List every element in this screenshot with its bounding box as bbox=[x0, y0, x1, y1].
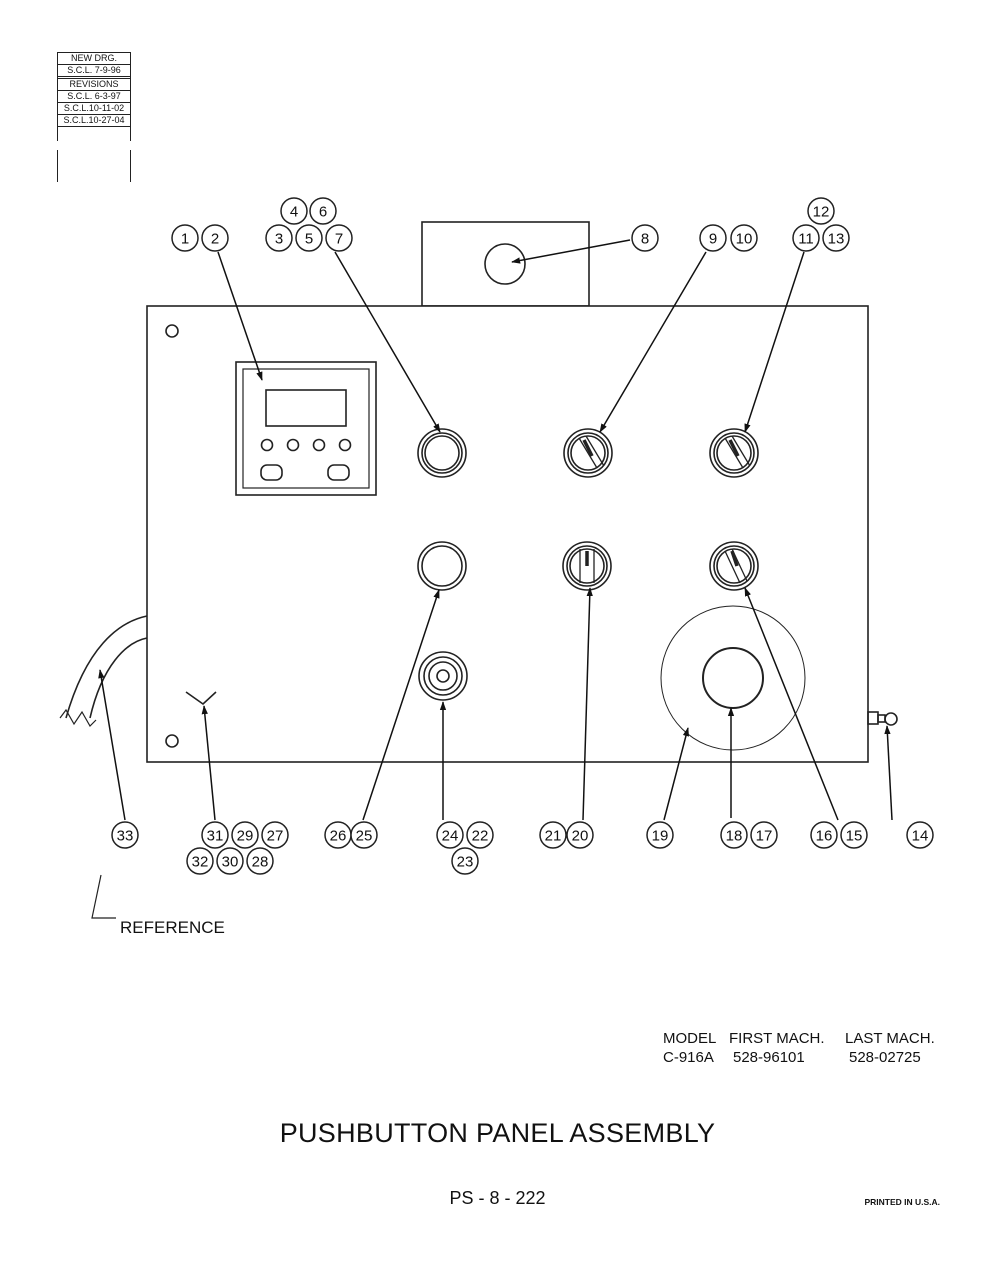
callout-28: 28 bbox=[252, 854, 269, 871]
callout-20: 20 bbox=[572, 828, 589, 845]
model-table-header: MODEL FIRST MACH. LAST MACH. bbox=[663, 1030, 948, 1047]
rev-row: REVISIONS bbox=[58, 79, 130, 91]
reference-label: REFERENCE bbox=[120, 918, 225, 937]
reference-leader bbox=[91, 874, 116, 919]
callout-27: 27 bbox=[267, 828, 284, 845]
controller-display bbox=[265, 389, 347, 427]
callout-4: 4 bbox=[290, 204, 298, 221]
callout-22: 22 bbox=[472, 828, 489, 845]
controller-button bbox=[260, 438, 274, 452]
model-table-values: C-916A 528-96101 528-02725 bbox=[663, 1049, 948, 1066]
pushbutton-top-left bbox=[417, 428, 467, 478]
main-panel bbox=[146, 305, 869, 763]
callout-5: 5 bbox=[305, 231, 313, 248]
model-value: C-916A bbox=[663, 1049, 714, 1066]
model-table: MODEL FIRST MACH. LAST MACH. C-916A 528-961… bbox=[663, 1030, 948, 1066]
controller-key bbox=[260, 464, 283, 481]
printed-notice: PRINTED IN U.S.A. bbox=[864, 1197, 940, 1207]
callout-26: 26 bbox=[330, 828, 347, 845]
controller-button bbox=[312, 438, 326, 452]
selector-switch-middle bbox=[562, 541, 612, 591]
callout-33: 33 bbox=[117, 828, 134, 845]
top-hole bbox=[484, 243, 526, 285]
callout-13: 13 bbox=[828, 231, 845, 248]
callout-bubbles bbox=[111, 197, 934, 875]
reference-hose-inner bbox=[89, 637, 148, 719]
callout-7: 7 bbox=[335, 231, 343, 248]
callout-24: 24 bbox=[442, 828, 459, 845]
callout-2: 2 bbox=[211, 231, 219, 248]
callout-23: 23 bbox=[457, 854, 474, 871]
rev-row: S.C.L. 6-3-97 bbox=[58, 91, 130, 103]
callout-30: 30 bbox=[222, 854, 239, 871]
controller-button bbox=[338, 438, 352, 452]
revision-block-tail bbox=[57, 150, 131, 182]
controller-key bbox=[327, 464, 350, 481]
callout-9: 9 bbox=[709, 231, 717, 248]
pushbutton-middle-left bbox=[417, 541, 467, 591]
selector-switch-top-middle bbox=[563, 428, 613, 478]
callout-1: 1 bbox=[181, 231, 189, 248]
rev-row: NEW DRG. bbox=[58, 53, 130, 65]
selector-switch-top-right bbox=[709, 428, 759, 478]
callout-15: 15 bbox=[846, 828, 863, 845]
rev-row: S.C.L.10-27-04 bbox=[58, 115, 130, 127]
callout-17: 17 bbox=[756, 828, 773, 845]
top-enclosure bbox=[421, 221, 590, 307]
estop-legend-plate bbox=[660, 605, 806, 751]
callout-11: 11 bbox=[798, 231, 814, 248]
callout-31: 31 bbox=[207, 828, 224, 845]
last-mach-header: LAST MACH. bbox=[845, 1030, 935, 1047]
mount-hole-bottom bbox=[165, 734, 179, 748]
page-title: PUSHBUTTON PANEL ASSEMBLY bbox=[279, 1118, 716, 1148]
callout-18: 18 bbox=[726, 828, 743, 845]
page-number: PS - 8 - 222 bbox=[449, 1188, 546, 1208]
controller-button bbox=[286, 438, 300, 452]
last-mach-value: 528-02725 bbox=[849, 1049, 921, 1066]
callout-25: 25 bbox=[356, 828, 373, 845]
rev-row: S.C.L.10-11-02 bbox=[58, 103, 130, 115]
callout-10: 10 bbox=[736, 231, 753, 248]
first-mach-header: FIRST MACH. bbox=[729, 1030, 825, 1047]
tick-mark bbox=[185, 691, 217, 706]
rev-row: S.C.L. 7-9-96 bbox=[58, 65, 130, 79]
callout-19: 19 bbox=[652, 828, 669, 845]
callout-12: 12 bbox=[813, 204, 830, 221]
first-mach-value: 528-96101 bbox=[733, 1049, 805, 1066]
pilot-light bbox=[418, 651, 468, 701]
callout-16: 16 bbox=[816, 828, 833, 845]
callout-8: 8 bbox=[641, 231, 649, 248]
side-fitting bbox=[867, 711, 898, 726]
revision-block: NEW DRG. S.C.L. 7-9-96 REVISIONS S.C.L. … bbox=[57, 52, 131, 141]
callout-21: 21 bbox=[545, 828, 562, 845]
callout-3: 3 bbox=[275, 231, 283, 248]
callout-6: 6 bbox=[319, 204, 327, 221]
callout-29: 29 bbox=[237, 828, 254, 845]
controller-inner bbox=[242, 368, 370, 489]
callout-32: 32 bbox=[192, 854, 209, 871]
selector-switch-middle-right bbox=[709, 541, 759, 591]
mount-hole-top bbox=[165, 324, 179, 338]
leader-lines bbox=[98, 239, 893, 821]
callout-14: 14 bbox=[912, 828, 929, 845]
model-header: MODEL bbox=[663, 1030, 717, 1047]
controller-outer bbox=[235, 361, 377, 496]
break-line bbox=[59, 708, 97, 727]
reference-hose-outer bbox=[65, 615, 148, 719]
